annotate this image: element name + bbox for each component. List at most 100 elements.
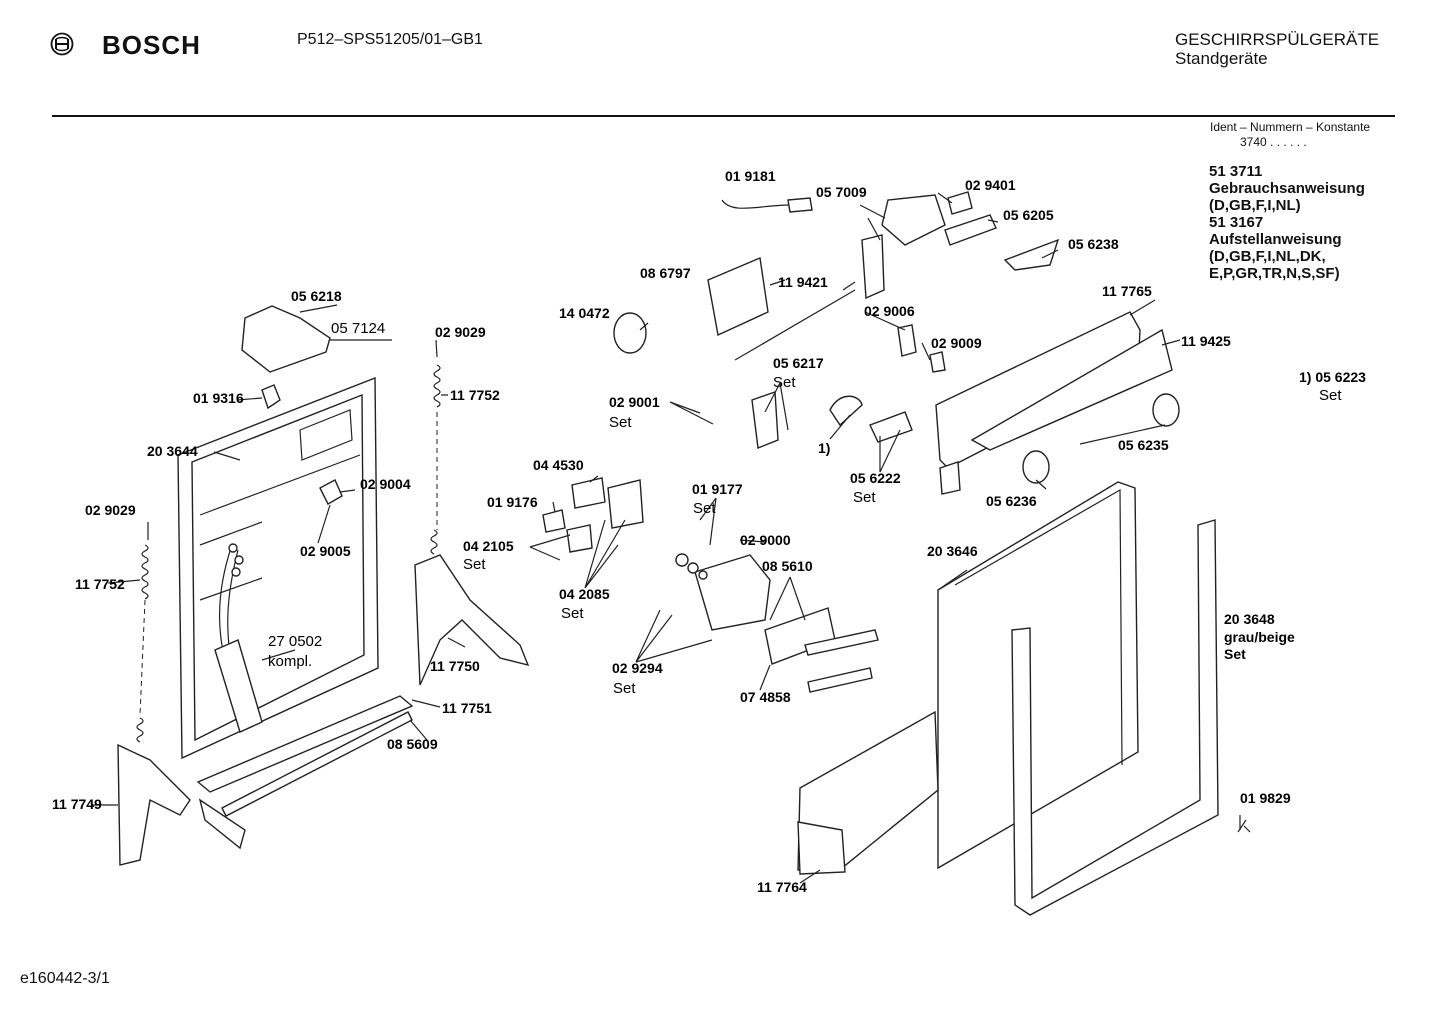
part-label: 05 6218 <box>291 288 342 304</box>
part-label: Set <box>561 605 584 622</box>
cap-part <box>566 524 593 553</box>
spring-right <box>430 364 441 555</box>
part-label: 05 7124 <box>331 320 385 337</box>
part-label: 11 7749 <box>52 796 102 812</box>
screw-part <box>1237 819 1251 833</box>
part-label: 01 9181 <box>725 168 776 184</box>
part-label: 27 0502 <box>268 633 322 650</box>
lever-part <box>1003 238 1060 271</box>
part-label: 20 3648 <box>1224 611 1275 627</box>
part-label: 05 6205 <box>1003 207 1054 223</box>
part-label: Set <box>463 556 486 573</box>
doc-line: 51 3167 <box>1209 214 1264 231</box>
ident-label: Ident – Nummern – Konstante <box>1210 120 1371 134</box>
part-label: 02 9001 <box>609 394 660 410</box>
dispenser-strip <box>807 667 873 693</box>
button-part <box>929 351 946 373</box>
door-lock-part <box>881 194 946 246</box>
part-label: 04 2085 <box>559 586 610 602</box>
sensor-lead <box>721 199 791 209</box>
part-label: 1) 05 6223 <box>1299 369 1366 385</box>
doc-line: 51 3711 <box>1209 163 1263 180</box>
knob-part <box>1152 393 1180 427</box>
part-label: Set <box>773 374 796 391</box>
part-label: 11 9425 <box>1181 333 1231 349</box>
timer-unit <box>707 257 769 337</box>
part-label: 05 6236 <box>986 493 1037 509</box>
part-label: 04 2105 <box>463 538 514 554</box>
panel-foot <box>939 461 961 495</box>
doc-line: E,P,GR,TR,N,S,SF) <box>1209 265 1340 282</box>
part-label: 04 4530 <box>533 457 584 473</box>
footer-code: e160442-3/1 <box>20 970 110 987</box>
cap-part <box>542 509 566 533</box>
latch-part <box>947 191 973 215</box>
ident-value: 3740 . . . . . . <box>1240 135 1307 149</box>
switch-part <box>897 324 917 357</box>
documents-list: 51 3711 Gebrauchsanweisung (D,GB,F,I,NL)… <box>1209 163 1365 282</box>
model-number: P512–SPS51205/01–GB1 <box>297 31 483 48</box>
part-label: 01 9177 <box>692 481 743 497</box>
part-label: 02 9401 <box>965 177 1016 193</box>
part-label: Set <box>1224 646 1246 662</box>
part-label: 02 9006 <box>864 303 915 319</box>
part-label: Set <box>693 500 716 517</box>
doc-line: Gebrauchsanweisung <box>1209 180 1365 197</box>
bracket-part <box>751 391 779 449</box>
part-label: 02 9009 <box>931 335 982 351</box>
bowden-cable <box>734 289 856 361</box>
part-label: grau/beige <box>1224 629 1295 645</box>
brand-name: BOSCH <box>102 30 201 60</box>
ring-part <box>698 570 708 580</box>
category-title: GESCHIRRSPÜLGERÄTE <box>1175 30 1380 49</box>
door-handle-part <box>241 305 331 373</box>
part-label: Set <box>1319 387 1342 404</box>
part-label: 05 6235 <box>1118 437 1169 453</box>
part-label: 11 7750 <box>430 658 480 674</box>
part-label: 01 9316 <box>193 390 244 406</box>
subcategory-title: Standgeräte <box>1175 49 1268 68</box>
part-label: 11 9421 <box>778 274 828 290</box>
doc-line: (D,GB,F,I,NL) <box>1209 197 1301 214</box>
part-label: 01 9829 <box>1240 790 1291 806</box>
part-label: Set <box>609 414 632 431</box>
knob-part <box>1022 450 1050 484</box>
part-label: 11 7764 <box>757 879 807 895</box>
part-label: 05 6217 <box>773 355 824 371</box>
door-bottom-trim <box>196 695 414 793</box>
part-label: 08 5609 <box>387 736 438 752</box>
bottom-bracket <box>198 798 246 850</box>
part-label: 02 9005 <box>300 543 351 559</box>
side-panel-left <box>937 481 1139 870</box>
bracket-part <box>861 234 885 300</box>
dispenser-seal <box>764 607 836 665</box>
part-label: 20 3644 <box>147 443 198 459</box>
leader-lines <box>92 192 1241 884</box>
footnote-marker: 1) <box>818 440 830 456</box>
part-label: 02 9029 <box>85 502 136 518</box>
part-label: 05 6222 <box>850 470 901 486</box>
part-label: 11 7765 <box>1102 283 1152 299</box>
part-label: 14 0472 <box>559 305 610 321</box>
clip-part <box>261 384 281 410</box>
panel-fascia <box>970 328 1173 451</box>
part-label: Set <box>613 680 636 697</box>
header-divider <box>52 115 1395 117</box>
door-inner-frame <box>177 376 379 760</box>
spring-left <box>136 544 149 743</box>
part-label: 20 3646 <box>927 543 978 559</box>
doc-line: Aufstellanweisung <box>1209 231 1342 248</box>
seal-part <box>571 477 606 509</box>
doc-line: (D,GB,F,I,NL,DK, <box>1209 248 1326 265</box>
seal-part <box>607 479 644 529</box>
door-switch-part <box>319 479 343 505</box>
part-label: 11 7752 <box>450 387 500 403</box>
dispenser-unit <box>694 554 771 631</box>
rocker-part <box>944 214 997 246</box>
part-label: 02 9000 <box>740 532 791 548</box>
part-label: 08 5610 <box>762 558 813 574</box>
sensor-part <box>787 197 813 213</box>
wire-harness <box>214 543 263 733</box>
part-label: 11 7751 <box>442 700 492 716</box>
part-label: Set <box>853 489 876 506</box>
